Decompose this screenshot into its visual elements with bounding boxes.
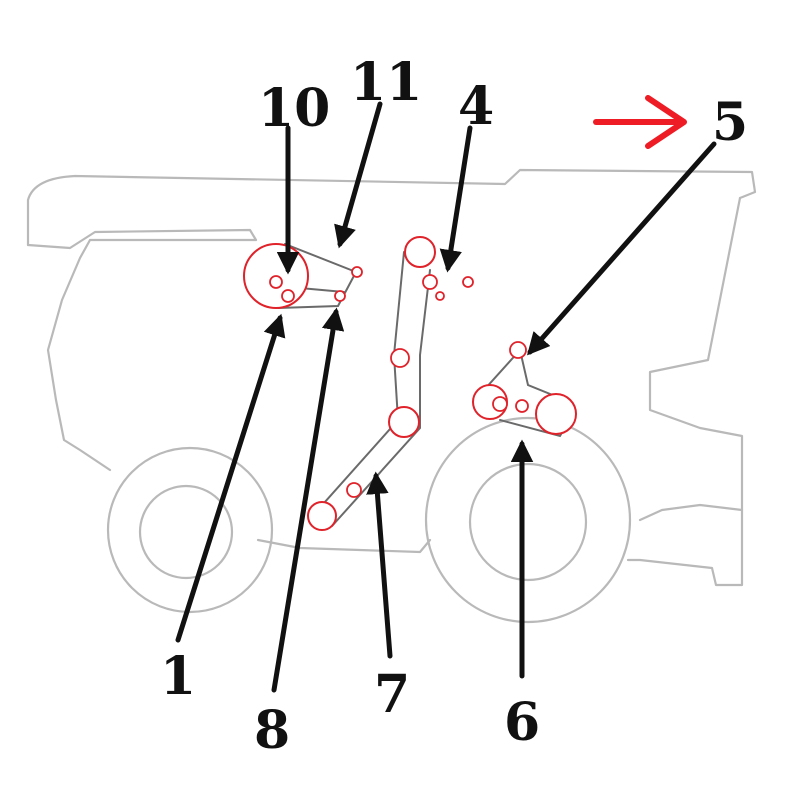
leader-5 xyxy=(527,141,717,356)
pulley-idler-7 xyxy=(346,482,362,498)
pulley-idler-10 xyxy=(269,275,283,289)
cab-roof-outline xyxy=(26,168,757,247)
rear-fender-outline xyxy=(638,503,744,522)
pulley-mid xyxy=(388,406,420,438)
cab-roof-lower-outline xyxy=(26,228,258,472)
leader-7 xyxy=(366,471,393,659)
callout-1: 1 xyxy=(160,646,196,707)
pulley-lower-right-inner xyxy=(492,396,508,412)
leader-8 xyxy=(271,307,345,693)
belt-vertical-left xyxy=(315,251,405,513)
front-wheel xyxy=(106,446,274,614)
pulley-lower-left xyxy=(307,501,337,531)
front-wheel-tire xyxy=(106,446,274,614)
callout-10: 10 xyxy=(258,78,330,139)
chassis-lower-outline xyxy=(256,538,432,554)
callout-8: 8 xyxy=(254,700,290,761)
pulley-idler-5 xyxy=(509,341,527,359)
leader-lines xyxy=(175,101,717,693)
pulley-idler-8 xyxy=(334,290,346,302)
front-wheel-hub xyxy=(138,484,234,580)
callout-labels: 10 11 4 5 1 8 7 6 xyxy=(160,52,748,761)
pulley-idler-1 xyxy=(281,289,295,303)
rear-wheel-tire xyxy=(424,416,632,624)
rear-wheel xyxy=(424,416,632,624)
callout-11: 11 xyxy=(350,52,422,113)
leader-11 xyxy=(334,101,383,249)
pulley-upper-right xyxy=(404,236,436,268)
leader-4 xyxy=(439,125,473,273)
pulley-idler-4c xyxy=(435,291,445,301)
pulley-idler-6 xyxy=(515,399,529,413)
callout-4: 4 xyxy=(458,76,494,137)
pulley-mid-left xyxy=(390,348,410,368)
callout-6: 6 xyxy=(504,692,540,753)
pulley-idler-4b xyxy=(462,276,474,288)
pulley-lower-right-large xyxy=(535,393,577,435)
leader-1 xyxy=(175,313,286,643)
right-arrow-icon xyxy=(593,95,687,149)
combine-outline xyxy=(26,168,757,587)
body-outline xyxy=(626,196,744,587)
callout-7: 7 xyxy=(374,664,410,725)
rear-wheel-hub xyxy=(468,462,588,582)
pulley-idler-11 xyxy=(351,266,363,278)
callout-5: 5 xyxy=(712,92,748,153)
pulleys xyxy=(243,236,577,531)
pulley-idler-4a xyxy=(422,274,438,290)
belt-upper-drive xyxy=(277,243,358,309)
